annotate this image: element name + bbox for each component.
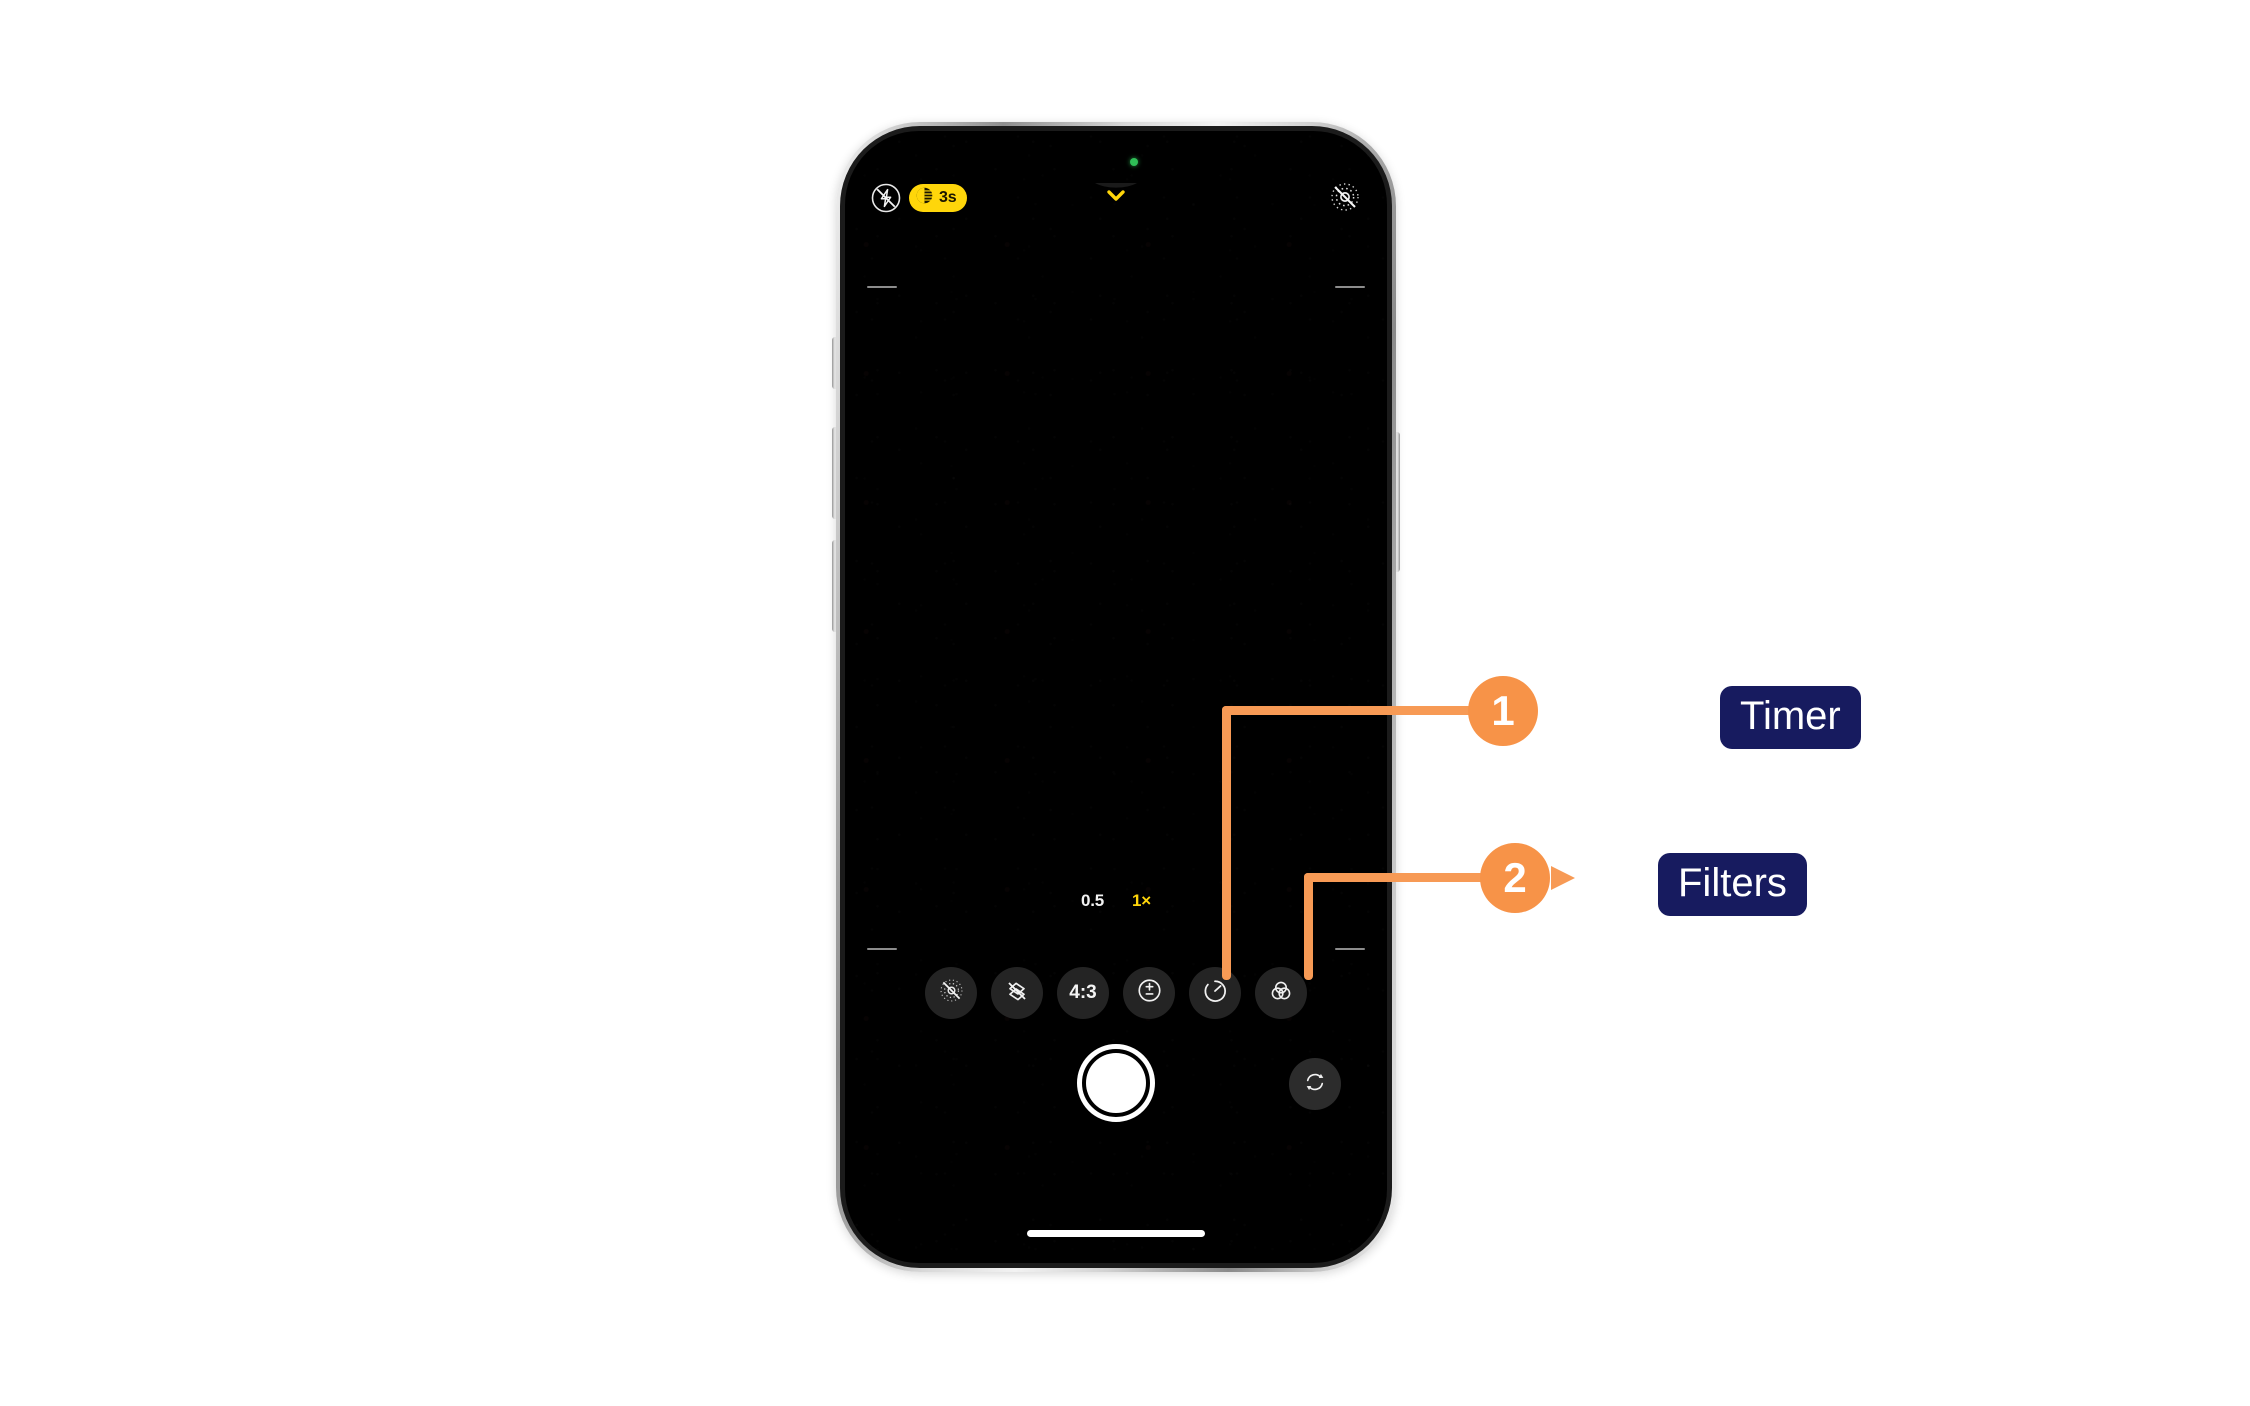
camera-in-use-green-dot [1129,158,1138,166]
zoom-level-1x[interactable]: 1× [1132,891,1152,910]
framing-tick-bottom-right [1335,948,1365,950]
framing-tick-top-right [1335,286,1365,288]
power-button[interactable] [1393,432,1400,572]
timer-control-button[interactable] [1189,967,1241,1019]
callout-badge-2: 2 [1480,843,1550,913]
exposure-plus-minus-icon [1135,976,1164,1010]
shutter-row [845,1036,1387,1146]
photographic-styles-icon [1003,977,1031,1010]
chevron-down-icon[interactable] [1087,183,1145,213]
volume-up-button[interactable] [832,427,839,519]
photographic-styles-button[interactable] [991,967,1043,1019]
shutter-button[interactable] [1077,1044,1155,1122]
exposure-button[interactable] [1123,967,1175,1019]
night-mode-toggle-button[interactable] [925,967,977,1019]
zoom-level-0-5x[interactable]: 0.5 [1080,891,1105,910]
callout-label-filters-text: Filters [1678,861,1787,905]
timer-stopwatch-icon [1201,977,1229,1010]
zoom-level-row: 0.5 1× [845,891,1387,911]
flip-camera-button[interactable] [1289,1058,1341,1110]
camera-top-bar: 3s [845,179,1387,219]
iphone-device: 3s [832,122,1400,1272]
action-button[interactable] [832,337,839,389]
callout-badge-1-number: 1 [1491,687,1515,734]
aspect-ratio-button[interactable]: 4:3 [1057,967,1109,1019]
callout-badge-2-number: 2 [1503,854,1527,901]
callout-label-timer-text: Timer [1740,694,1841,738]
flash-off-icon[interactable] [869,181,903,215]
home-indicator[interactable] [1027,1230,1205,1237]
night-mode-pill[interactable]: 3s [909,184,968,212]
phone-frame: 3s [836,122,1396,1272]
volume-down-button[interactable] [832,540,839,632]
camera-control-row: 4:3 [845,967,1387,1019]
callout-badge-1: 1 [1468,676,1538,746]
framing-tick-bottom-left [867,948,897,950]
flip-camera-icon [1302,1069,1328,1100]
night-mode-duration: 3s [939,189,957,206]
aspect-ratio-label: 4:3 [1069,982,1097,1003]
filters-control-button[interactable] [1255,967,1307,1019]
phone-screen: 3s [845,131,1387,1263]
callout-label-timer: Timer [1720,686,1861,749]
live-photo-off-icon[interactable] [1327,179,1363,215]
leader-2-arrowhead [1551,866,1575,890]
callout-label-filters: Filters [1658,853,1807,916]
framing-tick-top-left [867,286,897,288]
filters-three-circles-icon [1267,977,1295,1010]
night-mode-off-icon [937,976,966,1010]
leader-1-arrowhead [1497,699,1523,723]
night-mode-icon [915,186,934,210]
